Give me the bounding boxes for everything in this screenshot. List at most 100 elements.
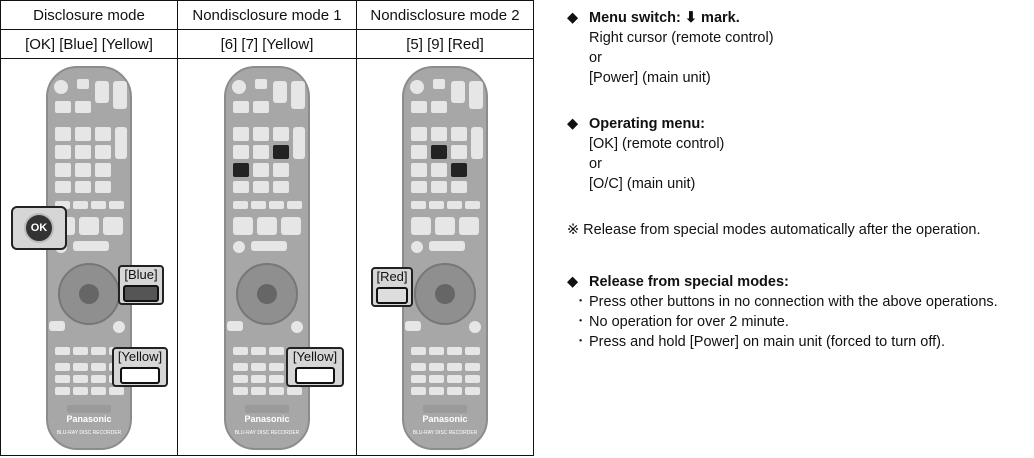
- skip-search-button: [251, 201, 266, 209]
- red-callout: [Red]: [371, 267, 413, 307]
- function-button: [465, 363, 480, 371]
- color-button: [269, 347, 284, 355]
- color-button: [465, 347, 480, 355]
- menu-switch-title-suffix: mark.: [697, 10, 740, 26]
- color-button: [55, 347, 70, 355]
- function-button: [447, 387, 462, 395]
- skip-search-button: [429, 201, 444, 209]
- number-key-4: [233, 145, 249, 159]
- operating-menu-line: [O/C] (main unit): [589, 176, 696, 192]
- drive-select-button: [233, 101, 249, 113]
- playback-button: [435, 217, 455, 235]
- nav-ok-center: [435, 284, 455, 304]
- nav-ok-center: [79, 284, 99, 304]
- color-button: [411, 347, 426, 355]
- color-button: [73, 347, 88, 355]
- operating-menu-line: or: [589, 156, 602, 172]
- del-button: [233, 181, 249, 193]
- diamond-bullet-icon: ◆: [567, 274, 579, 290]
- red-callout-label: [Red]: [376, 269, 408, 284]
- page-button: [293, 127, 305, 159]
- number-key-6: [95, 145, 111, 159]
- yellow-callout: [Yellow]: [286, 347, 344, 387]
- skip-search-button: [109, 201, 124, 209]
- status-button: [233, 241, 245, 253]
- blue-callout-label: [Blue]: [124, 267, 158, 282]
- release-section: ◆Release from special modes: ･Press othe…: [567, 272, 1033, 352]
- function-button: [411, 387, 426, 395]
- function-button: [73, 363, 88, 371]
- number-key-7: [233, 163, 249, 177]
- release-item-text: Press and hold [Power] on main unit (for…: [589, 334, 945, 350]
- number-key-4: [55, 145, 71, 159]
- dot-bullet-icon: ･: [577, 314, 585, 330]
- number-key-5: [431, 145, 447, 159]
- auto-release-note: ※ Release from special modes automatical…: [567, 222, 981, 238]
- volume-button: [95, 81, 109, 103]
- function-button: [429, 387, 444, 395]
- drive-select-button: [55, 101, 71, 113]
- function-button: [109, 387, 124, 395]
- function-button: [55, 387, 70, 395]
- number-key-8: [253, 163, 269, 177]
- number-key-1: [411, 127, 427, 141]
- number-key-9: [451, 163, 467, 177]
- yellow-callout: [Yellow]: [112, 347, 168, 387]
- number-key-5: [253, 145, 269, 159]
- function-button: [91, 363, 106, 371]
- skip-search-button: [465, 201, 480, 209]
- model-label: BLU-RAY DISC RECORDER: [235, 430, 300, 436]
- diamond-bullet-icon: ◆: [567, 116, 579, 132]
- option-button: [227, 321, 243, 331]
- function-button: [233, 375, 248, 383]
- function-button: [73, 387, 88, 395]
- color-button: [233, 347, 248, 355]
- number-key-4: [411, 145, 427, 159]
- dot-bullet-icon: ･: [577, 294, 585, 310]
- number-key-3: [95, 127, 111, 141]
- function-button: [447, 375, 462, 383]
- release-item: ･Press other buttons in no connection wi…: [567, 292, 1033, 312]
- function-button: [269, 375, 284, 383]
- blue-callout: [Blue]: [118, 265, 164, 305]
- volume-button: [273, 81, 287, 103]
- number-key-2: [75, 127, 91, 141]
- yellow-callout-label: [Yellow]: [292, 349, 338, 364]
- function-button: [233, 387, 248, 395]
- release-item-text: Press other buttons in no connection wit…: [589, 294, 998, 310]
- function-button: [465, 387, 480, 395]
- tv-button: [255, 79, 267, 89]
- down-arrow-icon: ⬇: [684, 10, 698, 26]
- status-button: [411, 241, 423, 253]
- playback-button: [79, 217, 99, 235]
- input-select-button: [273, 181, 289, 193]
- skip-search-button: [233, 201, 248, 209]
- menu-switch-line: [Power] (main unit): [589, 70, 711, 86]
- function-button: [447, 363, 462, 371]
- option-button: [405, 321, 421, 331]
- function-button: [465, 375, 480, 383]
- number-key-9: [273, 163, 289, 177]
- page-button: [471, 127, 483, 159]
- keys-disclosure-mode: [OK] [Blue] [Yellow]: [0, 29, 178, 59]
- yellow-button-highlight: [120, 367, 160, 384]
- number-key-7: [55, 163, 71, 177]
- function-button: [269, 387, 284, 395]
- pause-live-tv-button: [429, 241, 465, 251]
- function-button: [287, 387, 302, 395]
- playback-button: [411, 217, 431, 235]
- playback-button: [103, 217, 123, 235]
- function-button: [269, 363, 284, 371]
- menu-switch-line: Right cursor (remote control): [589, 30, 774, 46]
- input-select-button: [95, 181, 111, 193]
- function-button: [411, 375, 426, 383]
- playback-button: [281, 217, 301, 235]
- blue-button-highlight: [123, 285, 159, 302]
- return-button: [113, 321, 125, 333]
- number-key-1: [55, 127, 71, 141]
- model-label: BLU-RAY DISC RECORDER: [413, 430, 478, 436]
- brand-name: Panasonic: [244, 414, 289, 424]
